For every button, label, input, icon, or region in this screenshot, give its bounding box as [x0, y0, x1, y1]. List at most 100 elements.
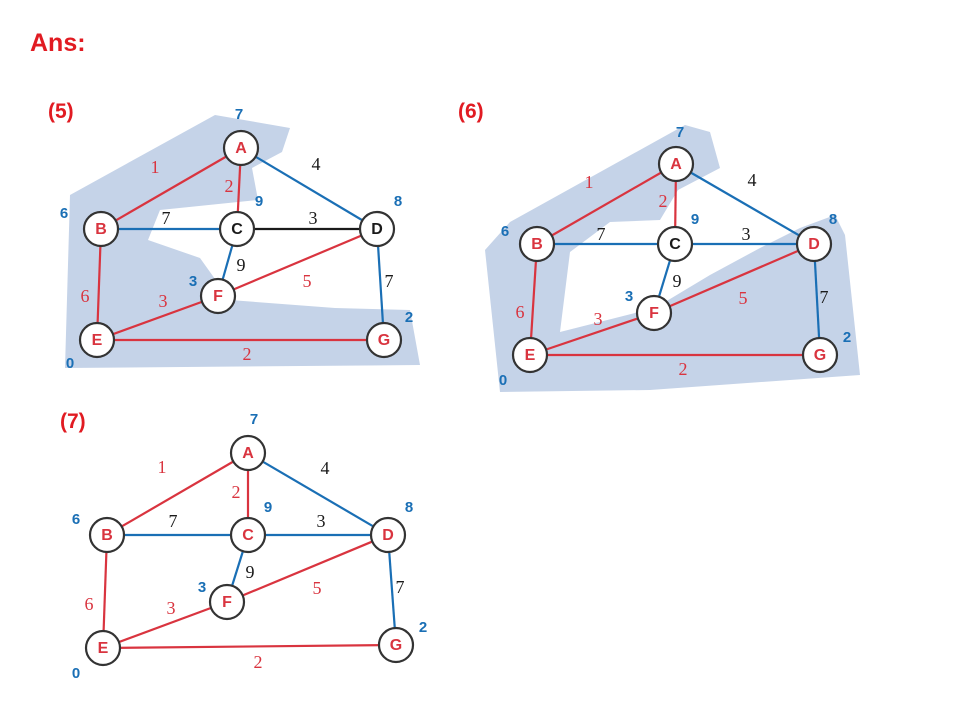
node-distance-d: 8 [405, 499, 413, 516]
edge-b-e [95, 228, 103, 341]
edge-weight-e-g: 2 [243, 344, 252, 364]
edge-e-f [529, 311, 655, 357]
edge-weight-f-d: 5 [303, 271, 312, 291]
edge-weight-b-c: 7 [162, 208, 171, 228]
panel-label-5: (5) [48, 100, 74, 123]
node-d [369, 516, 407, 554]
edge-weight-a-d: 4 [321, 458, 330, 478]
edge-b-e [101, 534, 109, 649]
edge-weight-f-d: 5 [739, 288, 748, 308]
node-distance-a: 7 [676, 124, 684, 141]
edge-weight-b-e: 6 [81, 286, 90, 306]
node-label-f: F [222, 594, 232, 611]
edge-weight-a-c: 2 [225, 176, 234, 196]
node-label-c: C [231, 221, 243, 238]
node-e [511, 336, 549, 374]
visited-region-shade [65, 115, 420, 368]
node-e [84, 629, 122, 667]
node-distance-e: 0 [72, 665, 80, 682]
node-label-a: A [242, 445, 254, 462]
node-label-a: A [670, 156, 682, 173]
node-b [88, 516, 126, 554]
edge-b-e [528, 243, 539, 356]
edge-weight-f-d: 5 [313, 578, 322, 598]
edge-f-d [226, 533, 389, 604]
node-label-e: E [525, 347, 536, 364]
node-distance-b: 6 [501, 223, 509, 240]
node-label-b: B [531, 236, 543, 253]
node-label-g: G [814, 347, 826, 364]
node-distance-f: 3 [189, 273, 197, 290]
edge-d-g [386, 534, 398, 646]
edge-weight-a-b: 1 [158, 457, 167, 477]
edge-weight-e-g: 2 [679, 359, 688, 379]
node-label-e: E [92, 332, 103, 349]
edge-weight-c-d: 3 [309, 208, 318, 228]
node-f [199, 277, 237, 315]
edge-f-d [217, 227, 378, 298]
node-distance-g: 2 [843, 329, 851, 346]
node-label-f: F [649, 305, 659, 322]
node-distance-e: 0 [499, 372, 507, 389]
node-c [656, 225, 694, 263]
node-a [229, 434, 267, 472]
node-c [218, 210, 256, 248]
node-label-c: C [242, 527, 254, 544]
edge-weight-c-f: 9 [237, 255, 246, 275]
edge-a-d [240, 147, 378, 230]
node-distance-a: 7 [235, 106, 243, 123]
edge-weight-e-f: 3 [167, 598, 176, 618]
node-label-g: G [378, 332, 390, 349]
node-label-f: F [213, 288, 223, 305]
node-g [377, 626, 415, 664]
node-label-e: E [98, 640, 109, 657]
node-e [78, 321, 116, 359]
node-label-c: C [669, 236, 681, 253]
node-a [657, 145, 695, 183]
node-b [82, 210, 120, 248]
edge-weight-c-d: 3 [742, 224, 751, 244]
node-a [222, 129, 260, 167]
node-distance-c: 9 [691, 211, 699, 228]
node-distance-e: 0 [66, 355, 74, 372]
edge-e-f [96, 294, 219, 342]
edge-weight-c-f: 9 [673, 271, 682, 291]
node-c [229, 516, 267, 554]
node-label-b: B [101, 527, 113, 544]
edge-weight-b-e: 6 [516, 302, 525, 322]
node-d [795, 225, 833, 263]
node-label-d: D [808, 236, 820, 253]
edge-weight-d-g: 7 [820, 287, 829, 307]
node-distance-a: 7 [250, 411, 258, 428]
edge-weight-e-g: 2 [254, 652, 263, 672]
node-label-g: G [390, 637, 402, 654]
node-label-a: A [235, 140, 247, 157]
edge-a-d [247, 452, 389, 536]
edge-weight-e-f: 3 [159, 291, 168, 311]
node-d [358, 210, 396, 248]
node-distance-c: 9 [264, 499, 272, 516]
node-distance-g: 2 [405, 309, 413, 326]
node-g [801, 336, 839, 374]
edge-weight-a-c: 2 [659, 191, 668, 211]
node-distance-g: 2 [419, 619, 427, 636]
node-distance-d: 8 [394, 193, 402, 210]
node-f [208, 583, 246, 621]
edge-d-g [375, 228, 386, 341]
node-b [518, 225, 556, 263]
edge-e-g [102, 643, 397, 650]
edge-weight-c-f: 9 [246, 562, 255, 582]
node-label-d: D [371, 221, 383, 238]
node-f [635, 294, 673, 332]
node-distance-b: 6 [72, 511, 80, 528]
edge-a-b [100, 147, 242, 230]
edge-weight-a-d: 4 [748, 170, 757, 190]
node-distance-c: 9 [255, 193, 263, 210]
page-title: Ans: [30, 29, 86, 57]
edge-weight-e-f: 3 [594, 309, 603, 329]
edge-d-g [812, 243, 822, 356]
node-distance-f: 3 [625, 288, 633, 305]
